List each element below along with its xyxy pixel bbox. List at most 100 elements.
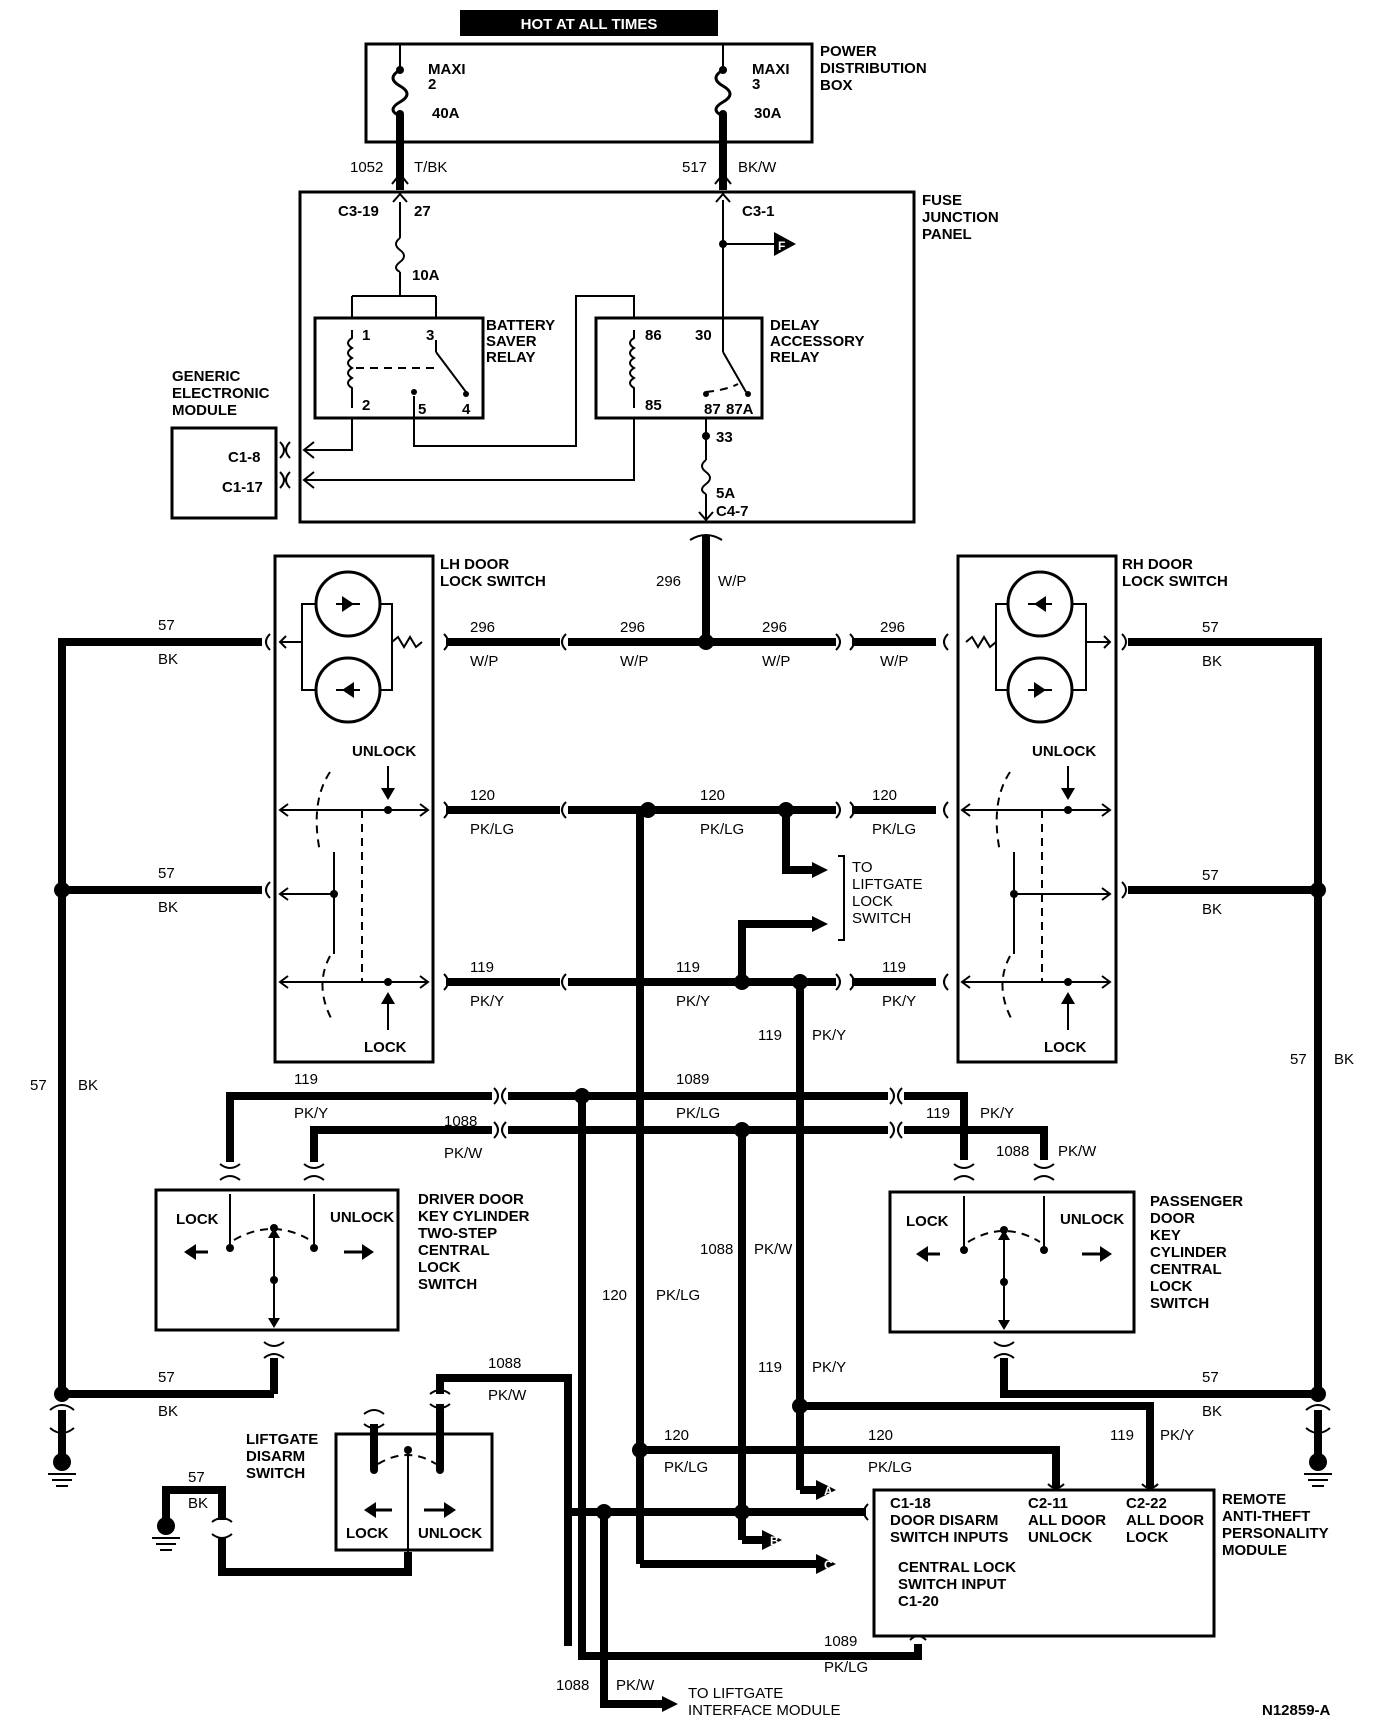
fjp-title-3: PANEL — [922, 226, 972, 243]
w296-r3-color: W/P — [762, 653, 790, 670]
w57-lg-color: BK — [188, 1495, 208, 1512]
w57-l2-color: BK — [158, 899, 178, 916]
w1089-m-color: PK/LG — [824, 1659, 868, 1676]
bsr-pin-4: 4 — [462, 401, 471, 418]
w119-k1-color: PK/Y — [294, 1105, 328, 1122]
w1088-v-circuit: 1088 — [700, 1241, 733, 1258]
ratpm-c1-18-l2: DOOR DISARM — [890, 1512, 998, 1529]
w120-r2-color: PK/LG — [700, 821, 744, 838]
bsr-pin-1: 1 — [362, 327, 370, 344]
lim-label-2: INTERFACE MODULE — [688, 1702, 841, 1719]
pk-title-7: SWITCH — [1150, 1295, 1209, 1312]
ratpm-title-1: REMOTE — [1222, 1491, 1286, 1508]
w296-r1-circuit: 296 — [470, 619, 495, 636]
ground-right — [1304, 1404, 1332, 1487]
w57-pk-color: BK — [1202, 1403, 1222, 1420]
wire-119-trunk: 119 PK/Y 119 PK/Y 119 PK/Y A — [758, 982, 1194, 1500]
dk-title-6: SWITCH — [418, 1276, 477, 1293]
wire-1088-trunk: 1088 PK/W B — [700, 1122, 793, 1550]
wire-57-left: 57 BK 57 BK 57 BK — [30, 617, 271, 1402]
lls-label-1: TO — [852, 859, 873, 876]
pk-title-6: LOCK — [1150, 1278, 1193, 1295]
driver-door-key-cylinder-switch: DRIVER DOOR KEY CYLINDER TWO-STEP CENTRA… — [62, 1163, 530, 1420]
wire-120-row: 120 PK/LG 120 PK/LG 120 PK/LG — [443, 787, 949, 878]
to-liftgate-lock-switch: TO LIFTGATE LOCK SWITCH — [738, 855, 923, 982]
lh-door-lock-switch: LH DOOR LOCK SWITCH UNLOCK LOCK — [273, 554, 546, 1064]
wire-1089-row: 119 PK/Y 1089 PK/LG 119 PK/Y — [226, 1071, 1014, 1162]
w1088-v-color: PK/W — [754, 1241, 793, 1258]
wire-1052-color: T/BK — [414, 159, 447, 176]
rh-title-2: LOCK SWITCH — [1122, 573, 1228, 590]
dar-pin-87: 87 — [704, 401, 721, 418]
dk-title-1: DRIVER DOOR — [418, 1191, 524, 1208]
flag-c: C — [824, 1558, 833, 1572]
w1088-lim-color: PK/W — [616, 1677, 655, 1694]
w120-r1-circuit: 120 — [470, 787, 495, 804]
fjp-pin-27: 27 — [414, 203, 431, 220]
wire-296-trunk: 296 W/P — [656, 534, 746, 650]
flag-a: A — [824, 1484, 833, 1498]
w120-r1-color: PK/LG — [470, 821, 514, 838]
w119-r1-color: PK/Y — [470, 993, 504, 1010]
w57-r3-color: BK — [1334, 1051, 1354, 1068]
ratpm-c1-18: C1-18 — [890, 1495, 931, 1512]
pk-unlock: UNLOCK — [1060, 1211, 1124, 1228]
ratpm-title-3: PERSONALITY — [1222, 1525, 1329, 1542]
w296-r4-circuit: 296 — [880, 619, 905, 636]
w57-r3-circuit: 57 — [1290, 1051, 1307, 1068]
wire-1088-row: 1088 PK/W 1088 PK/W — [310, 1113, 1097, 1162]
w1088-k2-color: PK/W — [1058, 1143, 1097, 1160]
ratpm-c2-22-l3: LOCK — [1126, 1529, 1169, 1546]
pk-title-3: KEY — [1150, 1227, 1181, 1244]
rh-unlock-label: UNLOCK — [1032, 743, 1096, 760]
lds-lock: LOCK — [346, 1525, 389, 1542]
w120-h2-color: PK/LG — [868, 1459, 912, 1476]
dar-pin-86: 86 — [645, 327, 662, 344]
w1089-m-circuit: 1089 — [824, 1633, 857, 1650]
battery-saver-relay: BATTERY SAVER RELAY 1 3 2 5 4 — [313, 316, 555, 420]
w57-l1-color: BK — [158, 651, 178, 668]
w296-r2-color: W/P — [620, 653, 648, 670]
liftgate-disarm-switch: LIFTGATE DISARM SWITCH LOCK UNLOCK 57 BK… — [152, 1355, 572, 1646]
w296-r1-color: W/P — [470, 653, 498, 670]
lls-label-2: LIFTGATE — [852, 876, 923, 893]
dk-title-5: LOCK — [418, 1259, 461, 1276]
w119-r3-color: PK/Y — [882, 993, 916, 1010]
ratpm-c1-20: CENTRAL LOCK — [898, 1559, 1016, 1576]
w57-l2-circuit: 57 — [158, 865, 175, 882]
lh-unlock-label: UNLOCK — [352, 743, 416, 760]
bsr-pin-3: 3 — [426, 327, 434, 344]
pdb-title-2: DISTRIBUTION — [820, 60, 927, 77]
gem-title-2: ELECTRONIC — [172, 385, 270, 402]
wire-1052-circuit: 1052 — [350, 159, 383, 176]
flag-f: F — [778, 239, 785, 253]
ratpm-c2-11: C2-11 — [1028, 1495, 1068, 1512]
w57-dk-color: BK — [158, 1403, 178, 1420]
fjp-c3-19: C3-19 — [338, 203, 379, 220]
w1088-k2-circuit: 1088 — [996, 1143, 1029, 1160]
dar-pin-85: 85 — [645, 397, 662, 414]
w57-r1-circuit: 57 — [1202, 619, 1219, 636]
wire-57-right: 57 BK 57 BK 57 BK — [1121, 619, 1354, 1402]
wire-296-row: 296 W/P 296 W/P 296 W/P 296 W/P — [443, 619, 949, 670]
dk-title-3: TWO-STEP — [418, 1225, 497, 1242]
dar-pin-87a: 87A — [726, 401, 754, 418]
w119-r2-color: PK/Y — [676, 993, 710, 1010]
lds-title-1: LIFTGATE — [246, 1431, 318, 1448]
bsr-pin-5: 5 — [418, 401, 426, 418]
door-disarm-link — [568, 1503, 869, 1521]
passenger-door-key-cylinder-switch: PASSENGER DOOR KEY CYLINDER CENTRAL LOCK… — [888, 1163, 1318, 1420]
w57-r2-circuit: 57 — [1202, 867, 1219, 884]
remote-anti-theft-personality-module: REMOTE ANTI-THEFT PERSONALITY MODULE C1-… — [578, 1483, 1329, 1676]
ratpm-c2-22: C2-22 — [1126, 1495, 1167, 1512]
ratpm-c2-11-l3: UNLOCK — [1028, 1529, 1092, 1546]
dar-pin-30: 30 — [695, 327, 712, 344]
banner-text: HOT AT ALL TIMES — [521, 16, 658, 33]
gem-title-1: GENERIC — [172, 368, 241, 385]
w1088-lg-circuit: 1088 — [488, 1355, 521, 1372]
dar-title-1: DELAY — [770, 317, 819, 334]
w296-r2-circuit: 296 — [620, 619, 645, 636]
w296-r3-circuit: 296 — [762, 619, 787, 636]
lds-title-3: SWITCH — [246, 1465, 305, 1482]
bsr-title-3: RELAY — [486, 349, 535, 366]
